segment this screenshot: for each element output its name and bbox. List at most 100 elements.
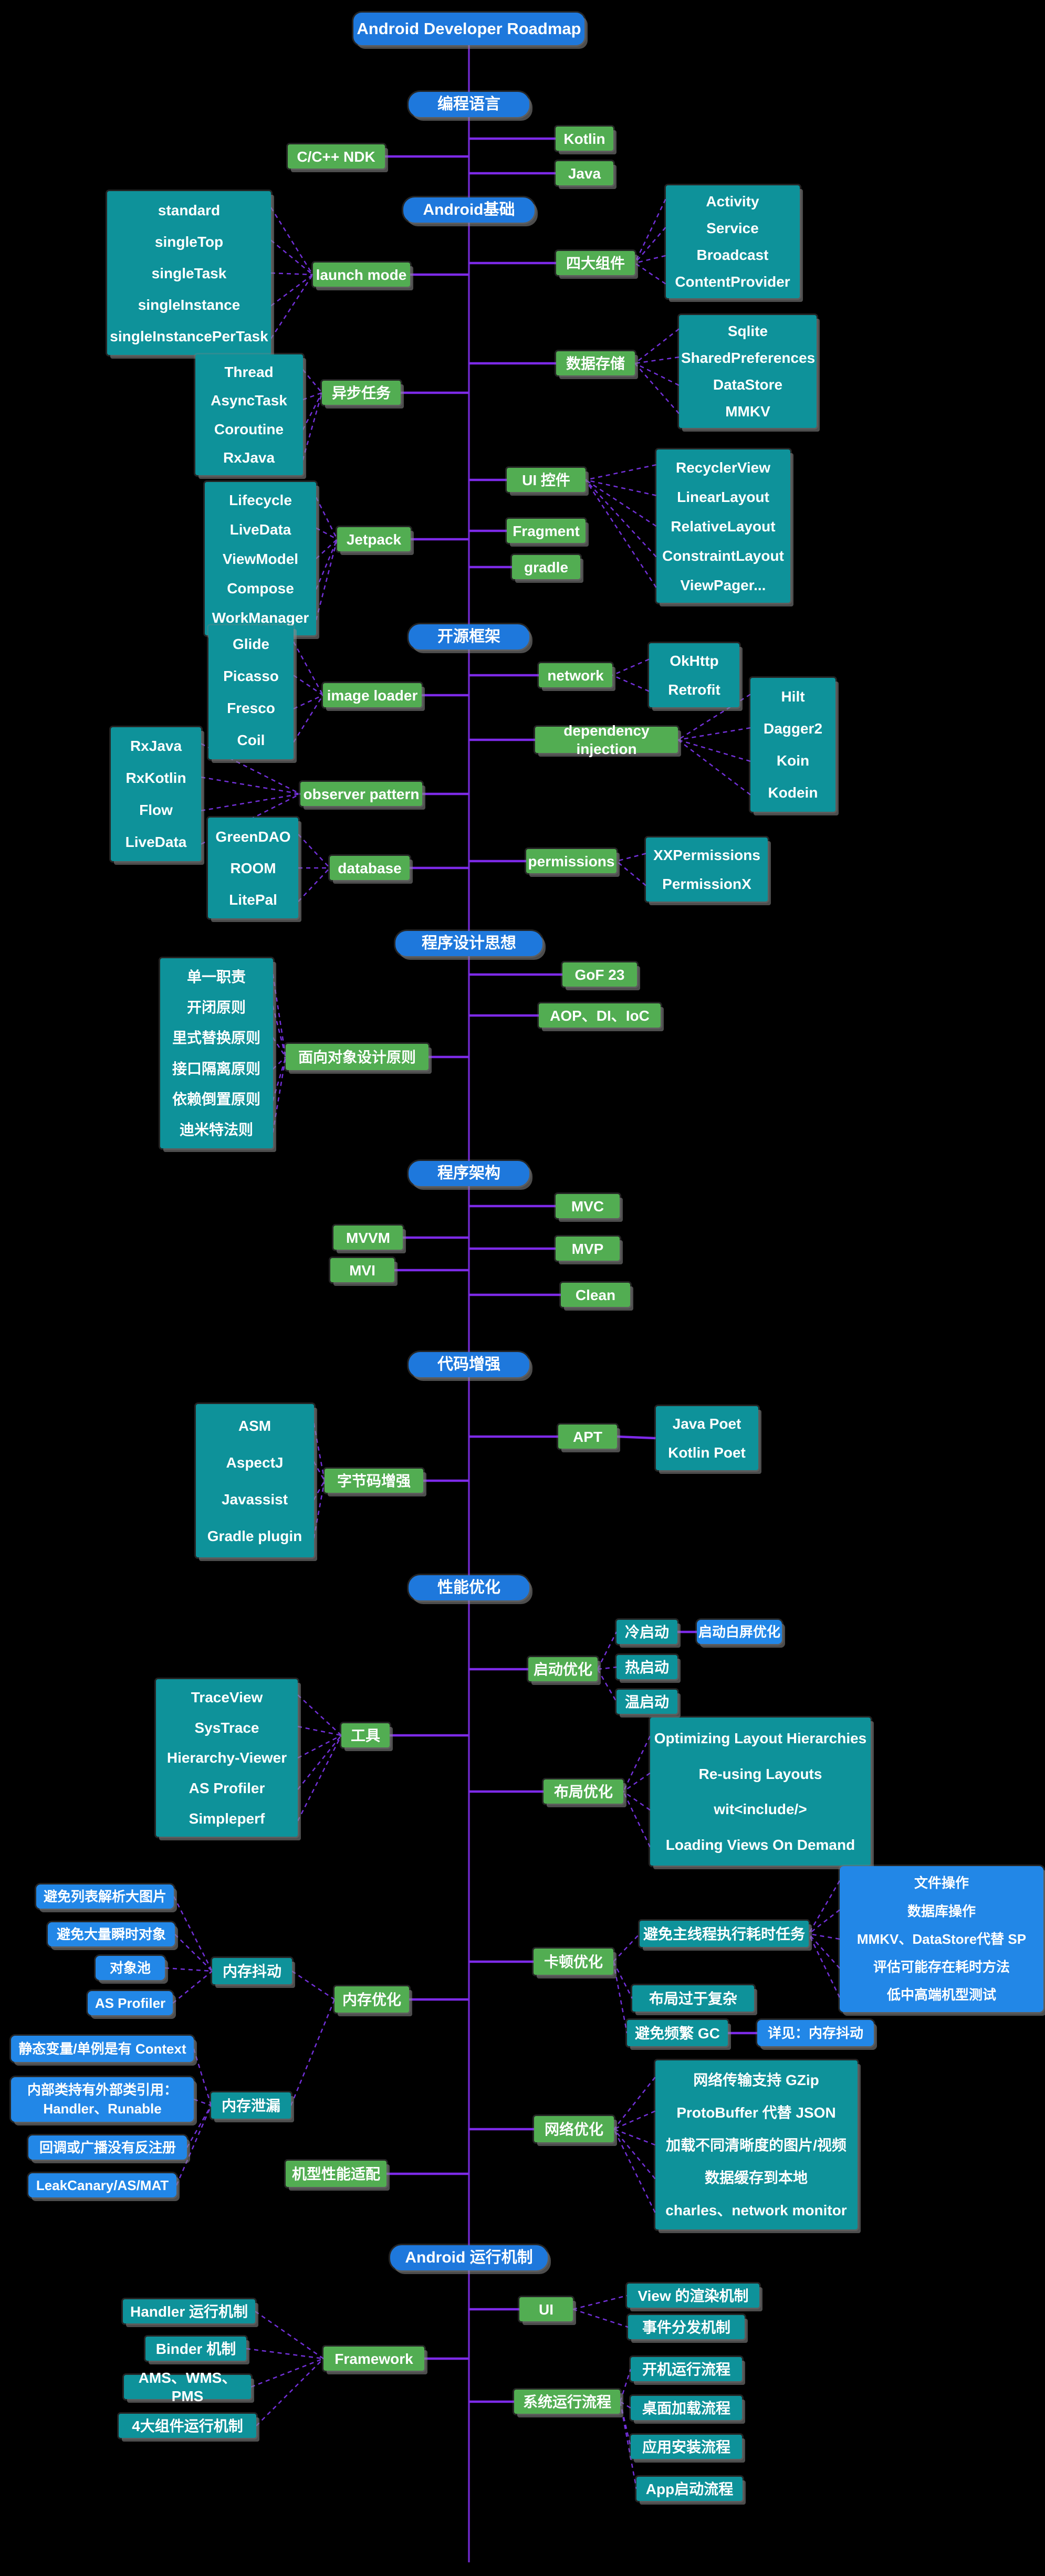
node-sec-design[interactable]: 程序设计思想 (395, 931, 542, 956)
node-warm[interactable]: 温启动 (616, 1690, 677, 1714)
node-mvc[interactable]: MVC (556, 1194, 620, 1218)
node-launchmode[interactable]: launch mode (312, 263, 410, 287)
node-aop[interactable]: AOP、DI、IoC (539, 1003, 661, 1028)
node-mvi[interactable]: MVI (330, 1258, 394, 1282)
node-sec-runtime[interactable]: Android 运行机制 (390, 2245, 548, 2270)
node-oop[interactable]: 面向对象设计原则 (286, 1044, 429, 1070)
connector-line (677, 739, 751, 762)
node-sec-basic[interactable]: Android基础 (403, 197, 535, 223)
connector-line (620, 2401, 631, 2409)
node-oop-box[interactable]: 单一职责开闭原则里式替换原则接口隔离原则依赖倒置原则迪米特法则 (160, 958, 273, 1148)
node-sf2[interactable]: 桌面加载流程 (631, 2396, 742, 2420)
connector-line (270, 274, 314, 339)
node-clean[interactable]: Clean (561, 1283, 630, 1307)
node-memopt[interactable]: 内存优化 (335, 1986, 409, 2013)
node-di[interactable]: dependency injection (535, 722, 678, 757)
node-b4[interactable]: AS Profiler (88, 1991, 173, 2015)
node-sf4[interactable]: App启动流程 (636, 2477, 743, 2501)
node-jetpack[interactable]: Jetpack (337, 527, 411, 551)
node-sec-code[interactable]: 代码增强 (409, 1352, 529, 1377)
node-b3-label: 对象池 (109, 1960, 151, 1976)
node-netopt[interactable]: 网络优化 (534, 2116, 614, 2142)
node-fragment[interactable]: Fragment (507, 519, 586, 543)
node-gc-see[interactable]: 详见：内存抖动 (757, 2020, 874, 2046)
node-jank[interactable]: 卡顿优化 (534, 1949, 613, 1975)
node-async[interactable]: 异步任务 (322, 381, 401, 405)
node-sec-lang[interactable]: 编程语言 (409, 92, 529, 117)
node-permissions[interactable]: permissions (526, 849, 616, 873)
node-sysflow[interactable]: 系统运行流程 (514, 2390, 620, 2414)
node-observer[interactable]: observer pattern (300, 782, 422, 806)
node-mvp[interactable]: MVP (556, 1237, 620, 1261)
node-layoutopt[interactable]: 布局优化 (544, 1779, 623, 1804)
node-b7[interactable]: 回调或广播没有反注册 (28, 2135, 187, 2160)
node-async-box-line-2: Coroutine (214, 421, 284, 437)
node-storage[interactable]: 数据存储 (556, 351, 635, 375)
node-b3[interactable]: 对象池 (96, 1956, 165, 1980)
node-sec-arch[interactable]: 程序架构 (409, 1161, 529, 1186)
node-imageloader[interactable]: image loader (323, 683, 422, 707)
node-sec-oss[interactable]: 开源框架 (409, 624, 529, 650)
node-database[interactable]: database (330, 856, 410, 880)
node-gradle[interactable]: gradle (512, 555, 580, 579)
node-fw2[interactable]: Binder 机制 (145, 2337, 246, 2361)
node-uictrl[interactable]: UI 控件 (507, 468, 586, 492)
node-sf3[interactable]: 应用安装流程 (631, 2435, 742, 2459)
node-gof[interactable]: GoF 23 (562, 962, 637, 987)
node-network[interactable]: network (539, 663, 612, 687)
node-mvvm[interactable]: MVVM (333, 1226, 403, 1250)
node-devadapt[interactable]: 机型性能适配 (286, 2161, 386, 2187)
node-jank-main[interactable]: 避免主线程执行耗时任务 (640, 1921, 809, 1947)
node-java[interactable]: Java (556, 161, 613, 185)
node-sf1[interactable]: 开机运行流程 (631, 2357, 742, 2381)
node-jank-gc[interactable]: 避免频繁 GC (627, 2020, 728, 2046)
node-b1[interactable]: 避免列表解析大图片 (36, 1884, 174, 1909)
node-coldblue[interactable]: 启动白屏优化 (697, 1620, 782, 1644)
node-apt[interactable]: APT (558, 1425, 617, 1449)
node-ndk[interactable]: C/C++ NDK (287, 144, 385, 169)
node-memleak[interactable]: 内存泄漏 (211, 2092, 291, 2119)
node-cold[interactable]: 冷启动 (616, 1620, 677, 1644)
node-b8[interactable]: LeakCanary/AS/MAT (28, 2173, 176, 2197)
node-bc-box-line-1: AspectJ (226, 1454, 284, 1471)
node-comp4[interactable]: 四大组件 (556, 251, 635, 275)
node-fw1[interactable]: Handler 运行机制 (123, 2299, 255, 2323)
node-memjitter[interactable]: 内存抖动 (212, 1958, 292, 1984)
node-ui[interactable]: UI (519, 2297, 573, 2321)
node-db-box-line-0: GreenDAO (215, 828, 291, 845)
node-b2[interactable]: 避免大量瞬时对象 (48, 1922, 175, 1946)
node-b5[interactable]: 静态变量/单例是有 Context (11, 2036, 194, 2062)
node-startopt[interactable]: 启动优化 (528, 1657, 598, 1681)
node-kotlin[interactable]: Kotlin (556, 127, 613, 151)
node-hot[interactable]: 热启动 (616, 1655, 677, 1679)
node-ui-view[interactable]: View 的渲染机制 (627, 2284, 759, 2308)
node-jank-layout[interactable]: 布局过于复杂 (632, 1985, 754, 2012)
node-fw4[interactable]: 4大组件运行机制 (119, 2414, 256, 2438)
node-sec-perf[interactable]: 性能优化 (409, 1575, 529, 1600)
node-framework[interactable]: Framework (323, 2347, 424, 2371)
node-b6[interactable]: 内部类持有外部类引用：Handler、Runable (11, 2077, 194, 2122)
node-fw3[interactable]: AMS、WMS、PMS (124, 2370, 251, 2404)
node-root[interactable]: Android Developer Roadmap (353, 13, 584, 45)
node-ui-event[interactable]: 事件分发机制 (628, 2315, 745, 2339)
node-bytecode[interactable]: 字节码增强 (325, 1469, 423, 1493)
node-tools[interactable]: 工具 (341, 1723, 390, 1747)
